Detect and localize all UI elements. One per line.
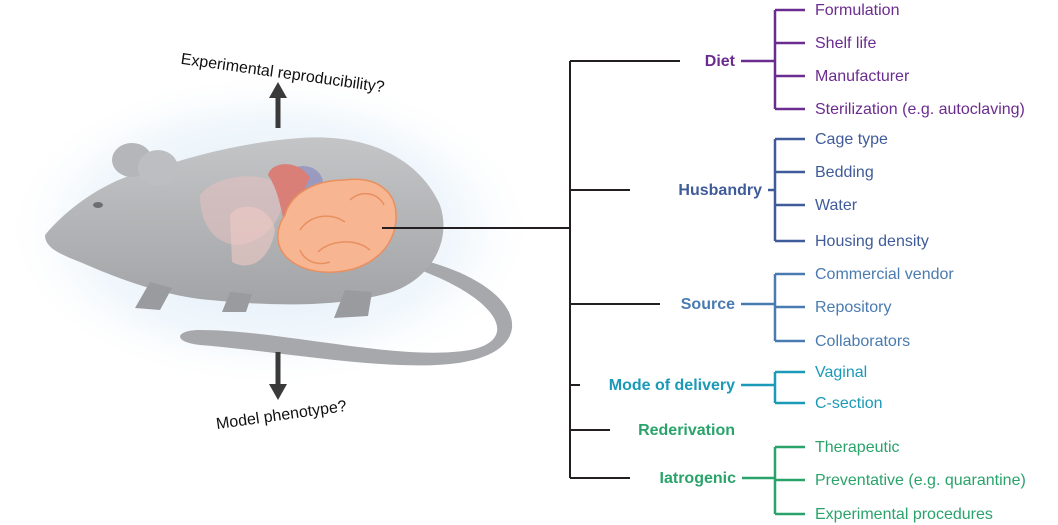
mouse-leg xyxy=(135,282,172,310)
mouse-leg xyxy=(334,290,372,318)
item-label: Preventative (e.g. quarantine) xyxy=(815,472,1026,489)
category-label: Mode of delivery xyxy=(609,377,735,394)
mouse-tail xyxy=(180,262,513,366)
item-label: Bedding xyxy=(815,164,874,181)
item-label: Housing density xyxy=(815,233,929,250)
item-label: Water xyxy=(815,197,858,214)
category-label: Husbandry xyxy=(678,182,762,199)
item-label: C-section xyxy=(815,395,883,412)
item-label: Manufacturer xyxy=(815,68,910,85)
item-label: Shelf life xyxy=(815,35,876,52)
item-label: Repository xyxy=(815,299,891,316)
item-label: Collaborators xyxy=(815,333,910,350)
category-label: Iatrogenic xyxy=(660,470,737,487)
mouse-illustration xyxy=(0,70,540,390)
item-label: Experimental procedures xyxy=(815,506,993,523)
item-label: Cage type xyxy=(815,131,888,148)
category-label: Diet xyxy=(705,53,736,70)
category-label: Source xyxy=(681,296,735,313)
item-label: Formulation xyxy=(815,2,899,19)
category-label: Rederivation xyxy=(638,422,735,439)
item-label: Sterilization (e.g. autoclaving) xyxy=(815,101,1025,118)
mouse-ear xyxy=(138,150,178,186)
intestines xyxy=(277,178,397,273)
down-arrow xyxy=(269,352,287,400)
item-label: Commercial vendor xyxy=(815,266,954,283)
colon xyxy=(268,164,310,242)
up-arrow xyxy=(269,82,287,128)
item-label: Therapeutic xyxy=(815,439,900,456)
question-bottom: Model phenotype? xyxy=(215,398,348,433)
item-label: Vaginal xyxy=(815,364,867,381)
mouse-leg xyxy=(222,292,252,312)
mouse-eye xyxy=(93,202,103,208)
